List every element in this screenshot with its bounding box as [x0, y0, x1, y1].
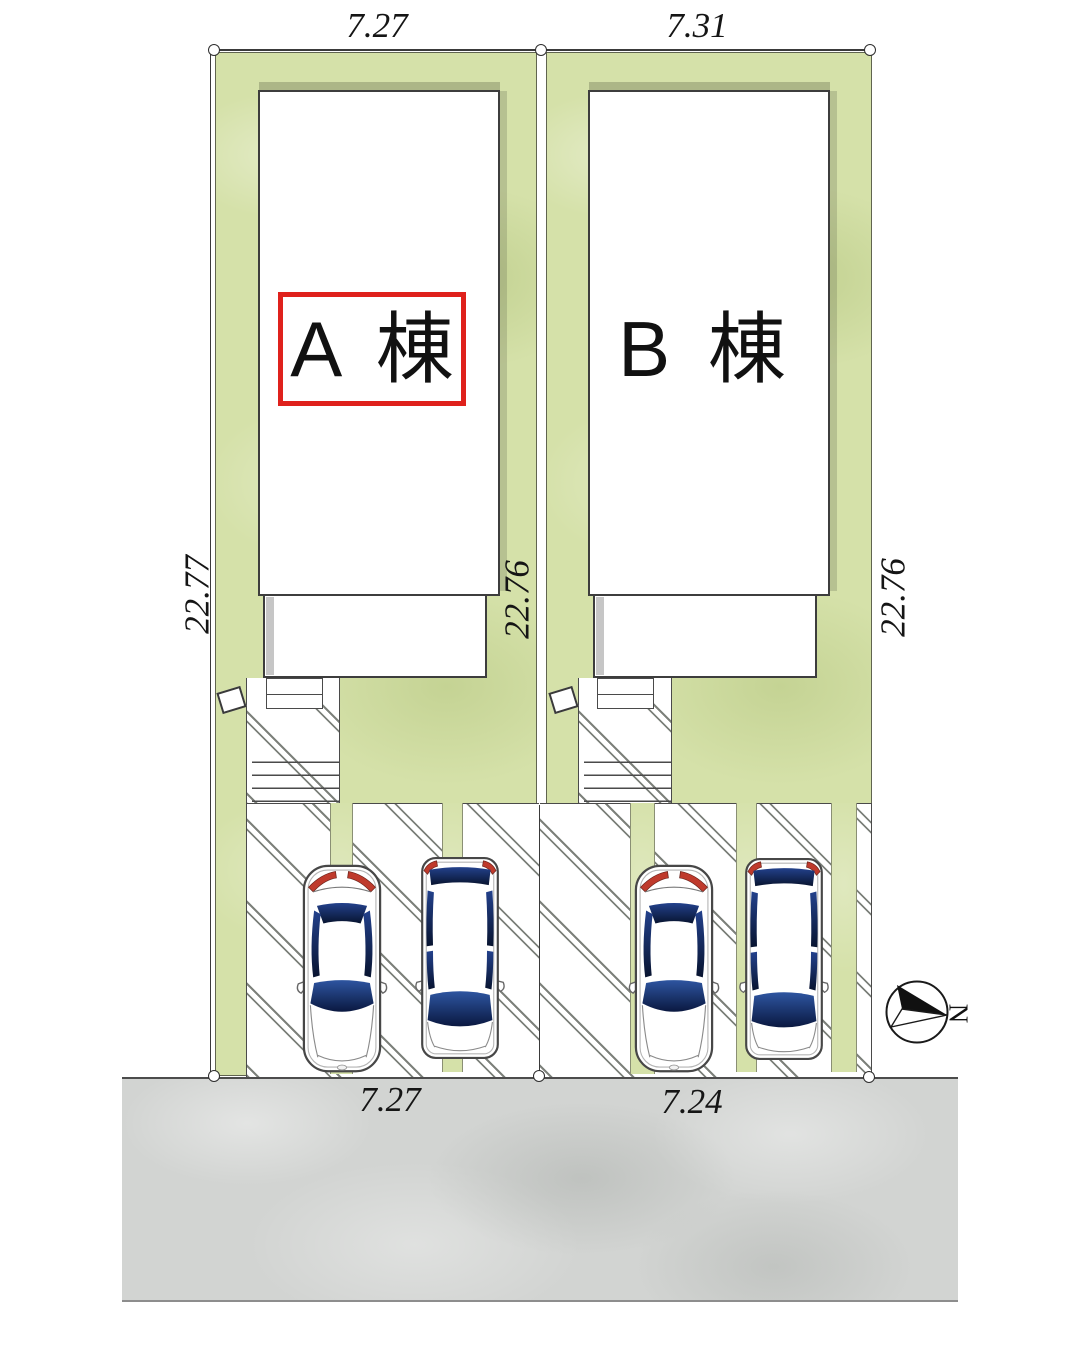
building-a — [258, 90, 500, 596]
car-sedan-icon — [296, 864, 388, 1073]
building-b-label: B 棟 — [618, 305, 786, 393]
car-sedan-icon — [628, 864, 720, 1073]
compass-icon — [885, 980, 949, 1044]
corner-marker — [864, 44, 876, 56]
planting-strip — [831, 803, 857, 1072]
corner-marker — [208, 1070, 220, 1082]
north-label: N — [943, 1003, 974, 1024]
dim-line-left — [210, 50, 211, 1076]
building-b-label-box: B 棟 — [608, 292, 796, 406]
entrance-steps-a — [252, 750, 340, 803]
building-a-annex — [263, 594, 487, 678]
building-b — [588, 90, 830, 596]
dim-label-right: 22.76 — [873, 558, 913, 637]
dim-label-top-a: 7.27 — [346, 6, 408, 45]
dim-label-middle: 22.76 — [497, 560, 537, 639]
building-b-shadow — [589, 82, 830, 91]
building-a-annex-shadow — [266, 597, 274, 675]
dim-label-top-b: 7.31 — [666, 6, 728, 45]
porch-a — [266, 678, 323, 709]
car-van-icon — [414, 856, 506, 1060]
corner-marker — [863, 1071, 875, 1083]
parking-a — [246, 803, 539, 1077]
building-a-shadow-right — [500, 91, 507, 591]
porch-step-line — [267, 693, 322, 695]
building-b-annex-shadow — [596, 597, 604, 675]
corner-marker — [208, 44, 220, 56]
building-a-label: A 棟 — [290, 305, 454, 393]
road — [122, 1077, 958, 1302]
dim-line-top-b — [541, 49, 870, 51]
building-b-shadow-right — [830, 91, 837, 591]
corner-marker — [533, 1070, 545, 1082]
entrance-steps-b — [584, 750, 672, 803]
corner-marker — [535, 44, 547, 56]
building-b-annex — [593, 594, 817, 678]
dim-label-left: 22.77 — [177, 555, 217, 634]
car-van-icon — [738, 857, 830, 1061]
porch-b — [597, 678, 654, 709]
dim-label-bottom-b: 7.24 — [661, 1082, 723, 1121]
porch-step-line — [598, 693, 653, 695]
building-a-shadow — [259, 82, 500, 91]
building-a-highlight-box: A 棟 — [278, 292, 466, 406]
dim-label-bottom-a: 7.27 — [359, 1080, 421, 1119]
dim-line-top-a — [214, 49, 541, 51]
parking-boundary-line — [539, 805, 540, 1076]
